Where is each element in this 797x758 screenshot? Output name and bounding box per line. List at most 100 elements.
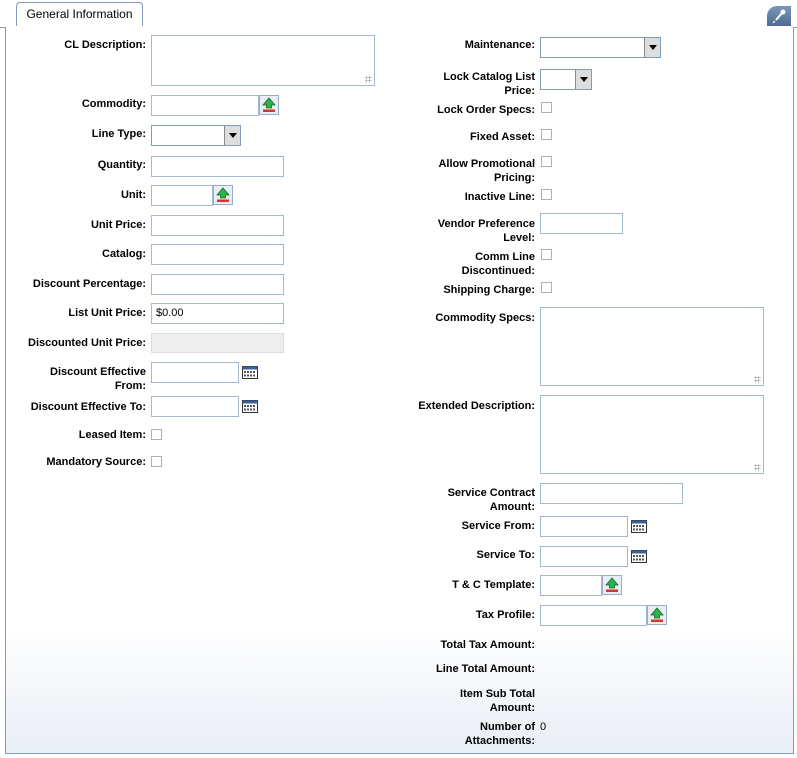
list-unit-price-input[interactable]: $0.00 [151,303,284,324]
comm-line-discontinued-checkbox[interactable] [541,249,552,260]
label-line: Lock Catalog List [443,71,535,83]
mandatory-source-checkbox[interactable] [151,456,162,467]
tc-template-label: T & C Template: [452,579,535,591]
fixed-asset-label: Fixed Asset: [469,131,535,143]
calendar-icon[interactable] [631,550,647,563]
quantity-input[interactable] [151,156,284,177]
discount-percentage-input[interactable] [151,274,284,295]
label-line: Amount: [489,501,535,513]
shipping-charge-label: Shipping Charge: [443,284,535,296]
label-line: Item Sub Total [460,688,535,700]
pin-icon[interactable] [767,6,791,26]
extended-description-label: Extended Description: [418,400,535,412]
pin-icon-glyph [772,9,786,24]
lock-order-specs-label: Lock Order Specs: [437,104,535,116]
lock-catalog-list-price-select[interactable] [540,69,592,90]
upload-arrow-icon [216,187,230,202]
label-line: Price: [504,85,535,97]
unit-picker-button[interactable] [213,185,233,205]
line-type-label: Line Type: [91,128,146,140]
label-line: Level: [503,232,535,244]
leased-item-checkbox[interactable] [151,429,162,440]
discount-effective-to-label: Discount Effective To: [30,401,146,413]
commodity-input[interactable] [151,95,259,116]
catalog-label: Catalog: [102,248,146,260]
chevron-down-icon [644,38,660,57]
tax-profile-picker-button[interactable] [647,605,667,625]
tab-bar: General Information [0,0,797,28]
lock-order-specs-checkbox[interactable] [541,102,552,113]
allow-promotional-pricing-checkbox[interactable] [541,156,552,167]
label-line: Pricing: [494,172,535,184]
tax-profile-label: Tax Profile: [475,609,535,621]
maintenance-label: Maintenance: [464,39,535,51]
label-line: Discontinued: [461,265,535,277]
inactive-line-checkbox[interactable] [541,189,552,200]
label-line: Service Contract [447,487,535,499]
maintenance-select[interactable] [540,37,661,58]
tax-profile-input[interactable] [540,605,647,626]
unit-input[interactable] [151,185,213,206]
calendar-icon[interactable] [631,520,647,533]
label-line: From: [114,380,146,392]
commodity-label: Commodity: [81,98,146,110]
catalog-input[interactable] [151,244,284,265]
shipping-charge-checkbox[interactable] [541,282,552,293]
vendor-preference-level-input[interactable] [540,213,623,234]
fixed-asset-checkbox[interactable] [541,129,552,140]
tc-template-input[interactable] [540,575,602,596]
line-type-select[interactable] [151,125,241,146]
service-to-input[interactable] [540,546,628,567]
number-of-attachments-label: Number of Attachments: [390,720,535,748]
discount-effective-to-input[interactable] [151,396,239,417]
unit-price-input[interactable] [151,215,284,236]
service-from-label: Service From: [461,520,535,532]
commodity-specs-textarea[interactable] [540,307,764,386]
general-information-panel [5,27,794,754]
tab-general-information[interactable]: General Information [16,2,143,28]
service-contract-amount-input[interactable] [540,483,683,504]
unit-price-label: Unit Price: [90,219,146,231]
line-total-amount-label: Line Total Amount: [436,663,535,675]
label-line: Discount Effective [50,366,146,378]
label-line: Vendor Preference [437,218,535,230]
chevron-down-icon [224,126,240,145]
service-from-input[interactable] [540,516,628,537]
upload-arrow-icon [262,97,276,112]
upload-arrow-icon [605,577,619,592]
quantity-label: Quantity: [97,159,146,171]
upload-arrow-icon [650,607,664,622]
discounted-unit-price-field [151,333,284,353]
mandatory-source-label: Mandatory Source: [46,456,146,468]
number-of-attachments-value: 0 [540,721,547,733]
leased-item-label: Leased Item: [78,429,146,441]
label-line: Amount: [489,702,535,714]
commodity-specs-label: Commodity Specs: [435,312,535,324]
commodity-picker-button[interactable] [259,95,279,115]
discount-percentage-label: Discount Percentage: [32,278,146,290]
tc-template-picker-button[interactable] [602,575,622,595]
calendar-icon[interactable] [242,400,258,413]
inactive-line-label: Inactive Line: [464,191,535,203]
cl-description-label: CL Description: [64,39,146,51]
list-unit-price-label: List Unit Price: [68,307,146,319]
chevron-down-icon [575,70,591,89]
discount-effective-from-input[interactable] [151,362,239,383]
service-to-label: Service To: [476,549,536,561]
label-line: Allow Promotional [438,158,535,170]
discounted-unit-price-label: Discounted Unit Price: [28,337,146,349]
label-line: Attachments: [464,735,535,747]
label-line: Number of [480,721,535,733]
calendar-icon[interactable] [242,366,258,379]
cl-description-textarea[interactable] [151,35,375,86]
unit-label: Unit: [120,189,146,201]
extended-description-textarea[interactable] [540,395,764,474]
total-tax-amount-label: Total Tax Amount: [440,639,535,651]
